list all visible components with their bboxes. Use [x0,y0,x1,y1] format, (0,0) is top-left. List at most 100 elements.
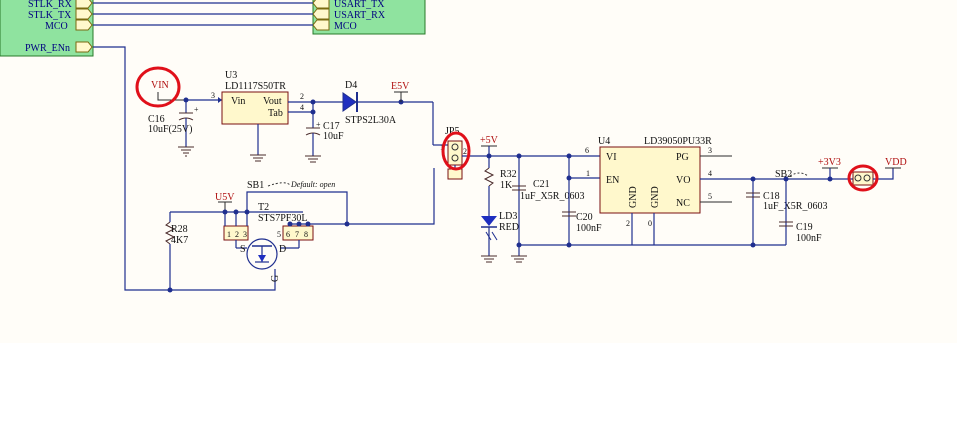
vdd-label: VDD [885,157,907,168]
ground-icon [511,255,527,263]
u4-pin-nc: NC [676,198,690,209]
highlight-circle-vin [135,66,181,108]
c19-value: 100nF [796,233,822,244]
port-mco-left: MCO [45,19,93,32]
sb1-note: Default: open [290,180,335,189]
t2-pin6: 6 [286,230,290,239]
u4-pin6-num: 6 [585,146,589,155]
port-label-stlk-tx: STLK_TX [28,10,72,21]
ground-icon [250,154,266,162]
u3-ref: U3 [225,70,237,81]
u4-pin-vi: VI [606,152,617,163]
u4-pin-gnd2: GND [650,186,661,208]
t2-pin-g: G [270,275,281,282]
vin-net: VIN 3 [151,80,222,103]
c21-c20-caps: C21 1uF_X5R_0603 C20 100nF [511,156,753,263]
jp-to-t2-wire [347,168,435,225]
port-pwr-enn: PWR_ENn [25,41,93,54]
t2-pin5: 5 [277,230,281,239]
u4-ref: U4 [598,136,610,147]
t2-pin1: 1 [227,230,231,239]
u4-part: LD39050PU33R [644,136,712,147]
sb2-vdd-area: SB2 +3V3 VDD [775,157,907,186]
ground-icon [305,155,321,163]
t2-part: STS7PF30L [258,213,307,224]
port-stlk-rx: STLK_RX [28,0,93,10]
sb2-ref: SB2 [775,169,792,180]
c17-capacitor: + C17 10uF [305,112,344,163]
c21-value: 1uF_X5R_0603 [520,191,584,202]
ld3-ref: LD3 [499,211,517,222]
t2-pin7: 7 [295,230,299,239]
c18-value: 1uF_X5R_0603 [763,201,827,212]
u3-pin-vin: Vin [231,96,245,107]
port-stlk-tx: STLK_TX [28,8,93,21]
t2-mosfet-area: U5V SB1 Default: open T2 STS7PF30L 1 2 3… [170,180,350,282]
port-label-mco-left: MCO [45,21,68,32]
u4-pin-gnd1: GND [628,186,639,208]
c16-capacitor: + C16 10uF(25V) [148,100,199,157]
t2-pin-s: S [240,244,246,255]
r32-ref: R32 [500,169,517,180]
port-label-pwr-enn: PWR_ENn [25,43,70,54]
u5v-label: U5V [215,192,235,203]
c17-value: 10uF [323,131,344,142]
d4-ref: D4 [345,80,357,91]
port-usart-rx: USART_RX [312,8,386,21]
u3-pin4-num: 4 [300,103,304,112]
u4-pin3-num: 3 [708,146,712,155]
e5v-label: E5V [391,81,410,92]
mcu-block-left: STLK_RX STLK_TX MCO PWR_ENn [0,0,94,57]
d4-diode: D4 STPS2L30A [313,80,433,126]
jp-ref: JP5 [445,126,459,137]
u4-pin-en: EN [606,175,619,186]
u3-pin-vout: Vout [263,96,282,107]
d4-part: STPS2L30A [345,115,397,126]
u4-pin-vo: VO [676,175,690,186]
t2-pin2: 2 [235,230,239,239]
u3-pin3-num: 3 [211,91,215,100]
c19-ref: C19 [796,222,813,233]
u4-pin-pg: PG [676,152,689,163]
u3-part: LD1117S50TR [225,81,286,92]
mcu-block-right: USART_TX USART_RX MCO [312,0,426,35]
u4-pin0-num: 0 [648,219,652,228]
r28-value: 4K7 [171,235,188,246]
vin-label: VIN [151,80,169,91]
port-label-mco-right: MCO [334,21,357,32]
c20-value: 100nF [576,223,602,234]
c18-ref: C18 [763,191,780,202]
u4-regulator: U4 LD39050PU33R VI EN PG VO NC GND GND 6… [585,136,830,245]
e5v-net: E5V [391,81,449,146]
plus3v3-label: +3V3 [818,157,841,168]
ground-icon [178,146,194,157]
u4-pin4-num: 4 [708,169,712,178]
t2-pin-d: D [279,244,286,255]
u4-pin5-num: 5 [708,192,712,201]
t2-ref: T2 [258,202,269,213]
led-icon [481,216,497,226]
c18-c19-caps: C18 1uF_X5R_0603 C19 100nF [746,179,827,248]
u4-pin2-num: 2 [626,219,630,228]
schematic-sheet [0,0,957,343]
t2-pin3: 3 [243,230,247,239]
r32-ld3-branch: R32 1K LD3 RED [481,156,519,263]
port-label-usart-tx: USART_TX [334,0,385,10]
u4-pin1-num: 1 [586,169,590,178]
c21-ref: C21 [533,179,550,190]
c16-value: 10uF(25V) [148,124,192,135]
u3-pin2-num: 2 [300,92,304,101]
t2-pin8: 8 [304,230,308,239]
uart-bus-wires [93,2,313,26]
ground-icon [481,255,497,263]
highlight-circle-vdd-jumper [847,164,879,192]
mosfet-icon [246,238,278,270]
port-mco-right: MCO [312,19,357,32]
c20-ref: C20 [576,212,593,223]
jp-pin2: 2 [463,147,467,156]
plus5v-label: +5V [480,135,499,146]
port-label-stlk-rx: STLK_RX [28,0,73,10]
sb1-ref: SB1 [247,180,264,191]
pwr-enn-wire [93,46,276,291]
